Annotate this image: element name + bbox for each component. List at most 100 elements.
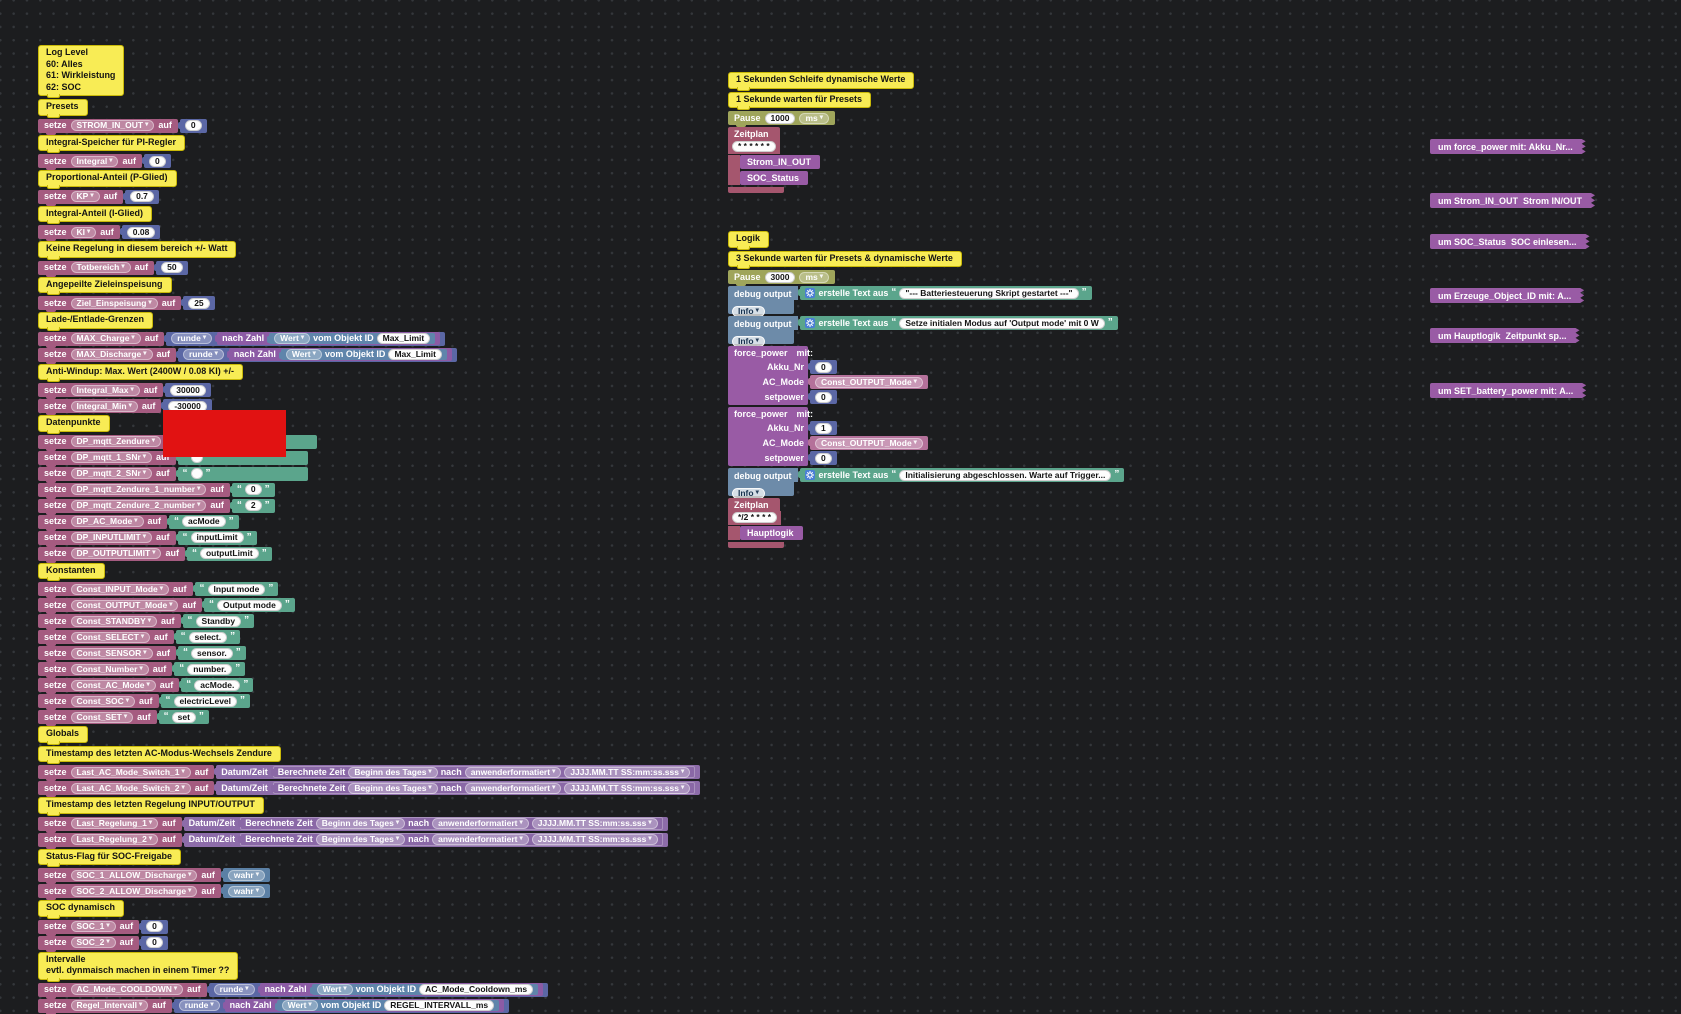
pause-duration-field[interactable]: 3000 xyxy=(764,271,796,283)
format-pattern-field[interactable]: JJJJ.MM.TT SS:mm:ss.sss▾ xyxy=(564,782,691,794)
string-block[interactable]: “2” xyxy=(229,498,275,513)
string-block[interactable]: “outputLimit” xyxy=(184,546,272,561)
string-field[interactable]: Input mode xyxy=(207,583,266,595)
comment-block[interactable]: 1 Sekunden Schleife dynamische Werte xyxy=(728,72,915,90)
comment-block[interactable]: Timestamp des letzten AC-Modus-Wechsels … xyxy=(38,745,281,764)
variable-dropdown[interactable]: Const_SENSOR▾ xyxy=(70,647,153,659)
number-block[interactable]: 0 xyxy=(808,360,837,374)
string-field[interactable]: electricLevel xyxy=(173,695,238,707)
schedule-header[interactable]: Zeitplan xyxy=(728,498,780,511)
comment-block[interactable]: Timestamp des letzten Regelung INPUT/OUT… xyxy=(38,797,264,815)
comment-block[interactable]: Konstanten xyxy=(38,562,105,581)
variable-dropdown[interactable]: Ziel_Einspeisung▾ xyxy=(70,297,158,309)
create-text-block[interactable]: erstelle Text aus“"--- Batteriesteuerung… xyxy=(798,286,1092,300)
string-field[interactable]: inputLimit xyxy=(190,532,244,543)
collapsed-function-block[interactable]: um Hauptlogik Zeitpunkt sp... xyxy=(1430,328,1580,343)
number-block[interactable]: 1 xyxy=(808,421,837,435)
round-mode-dropdown[interactable]: runde▾ xyxy=(183,349,224,360)
number-block[interactable]: 0 xyxy=(142,154,171,168)
string-block[interactable]: “acMode.” xyxy=(179,678,254,692)
variable-dropdown[interactable]: Totbereich▾ xyxy=(70,262,131,273)
collapsed-function-block[interactable]: um Strom_IN_OUT Strom IN/OUT xyxy=(1430,193,1595,208)
string-field[interactable]: select. xyxy=(188,631,228,643)
variable-dropdown[interactable]: Integral_Max▾ xyxy=(70,384,140,396)
pause-unit-dropdown[interactable]: ms▾ xyxy=(799,271,830,283)
round-mode-dropdown[interactable]: runde▾ xyxy=(171,333,213,344)
string-block[interactable]: “inputLimit” xyxy=(175,530,257,545)
variable-dropdown[interactable]: SOC_1_ALLOW_Discharge▾ xyxy=(70,869,198,881)
number-block[interactable]: 0 xyxy=(177,118,207,133)
collapsed-function-block[interactable]: um force_power mit: Akku_Nr... xyxy=(1430,139,1586,154)
variable-dropdown[interactable]: Const_INPUT_Mode▾ xyxy=(70,583,170,595)
boolean-dropdown[interactable]: wahr▾ xyxy=(227,869,265,881)
format-mode-dropdown[interactable]: anwenderformatiert▾ xyxy=(464,782,562,794)
object-id-field[interactable]: REGEL_INTERVALL_ms xyxy=(384,1000,495,1011)
function-call-block[interactable]: Strom_IN_OUT xyxy=(740,155,821,169)
comment-block[interactable]: Proportional-Anteil (P-Glied) xyxy=(38,170,177,188)
variable-get-block[interactable]: Const_OUTPUT_Mode▾ xyxy=(808,436,928,450)
string-field[interactable]: Initialisierung abgeschlossen. Warte auf… xyxy=(899,469,1112,481)
variable-dropdown[interactable]: Const_SOC▾ xyxy=(70,695,136,707)
variable-dropdown[interactable]: Last_Regelung_2▾ xyxy=(70,834,159,845)
format-mode-dropdown[interactable]: anwenderformatiert▾ xyxy=(464,766,562,778)
variable-dropdown[interactable]: DP_OUTPUTLIMIT▾ xyxy=(70,548,162,559)
number-block[interactable]: 0 xyxy=(139,919,168,934)
number-field[interactable]: 0.08 xyxy=(126,226,156,238)
string-field[interactable]: sensor. xyxy=(191,647,233,659)
format-mode-dropdown[interactable]: anwenderformatiert▾ xyxy=(432,818,529,829)
number-field[interactable]: 0 xyxy=(146,937,163,948)
string-field[interactable]: 2 xyxy=(244,500,262,511)
gear-icon[interactable] xyxy=(805,470,816,480)
format-pattern-field[interactable]: JJJJ.MM.TT SS:mm:ss.sss▾ xyxy=(531,834,658,845)
logic-block[interactable]: wahr▾ xyxy=(220,884,270,898)
number-block[interactable]: 30000 xyxy=(163,383,211,397)
schedule-header[interactable]: Zeitplan xyxy=(728,127,780,140)
cron-field[interactable]: */2 * * * * xyxy=(732,512,778,523)
string-block[interactable]: “acMode” xyxy=(167,514,239,529)
comment-block[interactable]: Integral-Anteil (I-Glied) xyxy=(38,205,153,224)
string-block[interactable]: “set” xyxy=(156,710,209,724)
string-block[interactable]: “” xyxy=(175,466,308,481)
